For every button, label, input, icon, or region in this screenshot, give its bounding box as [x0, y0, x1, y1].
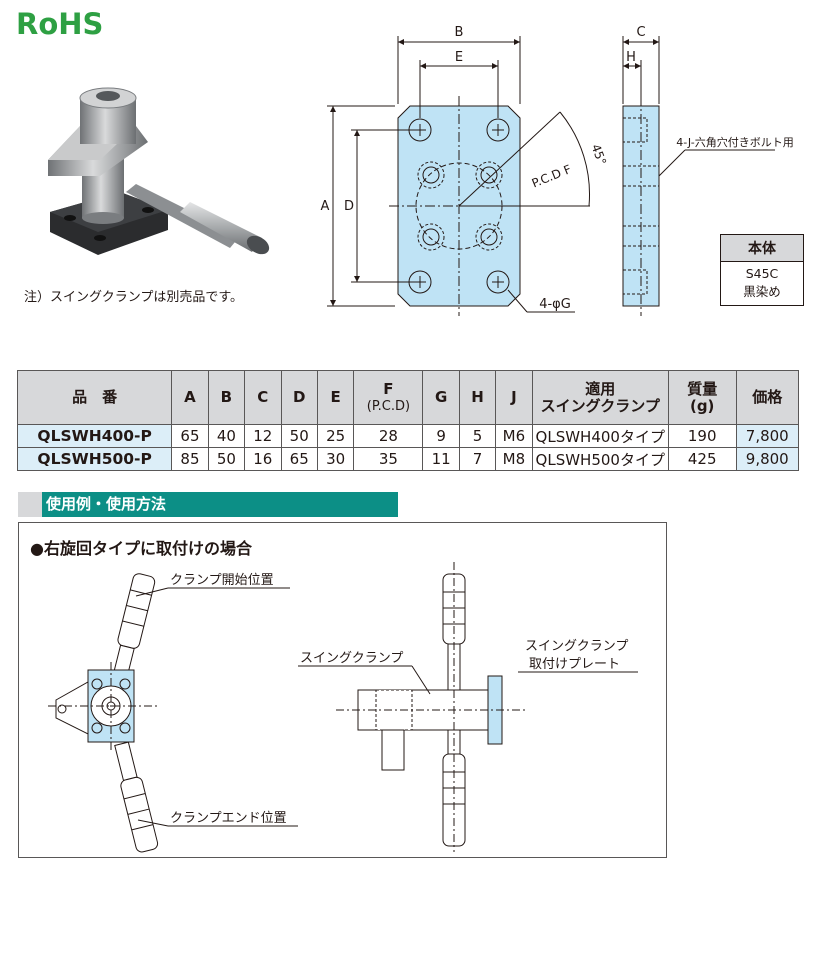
material-body: S45C 黒染め	[721, 262, 803, 305]
cell-e: 25	[316, 424, 355, 448]
dimension-drawing: B E C H A D P.C.D F 45° 4-φG 4-J-六角穴付きボル…	[321, 25, 794, 316]
cell-weight: 190	[667, 424, 737, 448]
table-header-row: 品 番 A B C D E F(P.C.D) G H J 適用スイングクランプ …	[16, 370, 800, 425]
th-f: F(P.C.D)	[353, 370, 424, 425]
rohs-logo: RoHS	[16, 7, 103, 40]
th-clamp: 適用スイングクランプ	[531, 370, 669, 425]
cell-f: 28	[353, 424, 424, 448]
hole-label: 4-φG	[539, 297, 571, 312]
dim-b: B	[455, 25, 464, 40]
cell-model: QLSWH500-P	[16, 447, 173, 471]
cell-model: QLSWH400-P	[16, 424, 173, 448]
th-g: G	[422, 370, 460, 425]
dim-d: D	[344, 199, 354, 214]
cell-a: 85	[171, 447, 209, 471]
handle-start-position	[111, 573, 156, 685]
cell-h: 7	[458, 447, 497, 471]
cell-b: 50	[207, 447, 246, 471]
th-weight: 質量(g)	[667, 370, 737, 425]
th-d: D	[280, 370, 318, 425]
dim-h: H	[626, 50, 636, 65]
note-text: 注）スイングクランプは別売品です。	[24, 290, 244, 305]
th-e: E	[316, 370, 355, 425]
material-box: 本体 S45C 黒染め	[720, 234, 804, 306]
angle-label: 45°	[589, 142, 609, 167]
th-price: 価格	[735, 370, 800, 425]
cell-d: 65	[280, 447, 318, 471]
label-clamp-start: クランプ開始位置	[170, 573, 274, 588]
spec-table: 品 番 A B C D E F(P.C.D) G H J 適用スイングクランプ …	[16, 370, 800, 471]
cell-b: 40	[207, 424, 246, 448]
th-c: C	[244, 370, 282, 425]
label-plate-line1: スイングクランプ	[525, 639, 628, 654]
cell-j: M6	[495, 424, 533, 448]
material-line2: 黒染め	[743, 284, 781, 299]
cell-g: 9	[422, 424, 460, 448]
rohs-logo-text: RoHS	[16, 7, 103, 40]
cell-c: 16	[244, 447, 282, 471]
cell-h: 5	[458, 424, 497, 448]
th-j: J	[495, 370, 533, 425]
dim-c: C	[636, 25, 645, 40]
usage-subtitle: ●右旋回タイプに取付けの場合	[30, 539, 252, 558]
table-row: QLSWH400-P 65 40 12 50 25 28 9 5 M6 QLSW…	[16, 424, 800, 448]
pcd-label: P.C.D F	[530, 162, 574, 191]
cell-c: 12	[244, 424, 282, 448]
dim-e: E	[455, 50, 463, 65]
usage-drawing: クランプ開始位置 クランプエンド位置 スイングクランプ スイングクランプ 取付け…	[48, 562, 638, 853]
handle-end-position	[114, 741, 159, 853]
usage-example-box	[18, 522, 667, 858]
cell-e: 30	[316, 447, 355, 471]
cell-g: 11	[422, 447, 460, 471]
cell-a: 65	[171, 424, 209, 448]
th-a: A	[171, 370, 209, 425]
cell-price: 9,800	[735, 447, 800, 471]
label-plate-line2: 取付けプレート	[529, 657, 620, 672]
th-b: B	[207, 370, 246, 425]
th-model: 品 番	[16, 370, 173, 425]
material-line1: S45C	[745, 266, 779, 281]
cell-f: 35	[353, 447, 424, 471]
dim-a: A	[321, 199, 330, 214]
section-title-bar: 使用例・使用方法	[18, 492, 398, 517]
label-swing-clamp: スイングクランプ	[300, 651, 403, 666]
cell-d: 50	[280, 424, 318, 448]
cell-clamp: QLSWH400タイプ	[531, 424, 669, 448]
table-row: QLSWH500-P 85 50 16 65 30 35 11 7 M8 QLS…	[16, 447, 800, 471]
label-clamp-end: クランプエンド位置	[170, 811, 287, 826]
cell-price: 7,800	[735, 424, 800, 448]
bolt-label: 4-J-六角穴付きボルト用	[676, 135, 793, 149]
corner-holes	[408, 118, 510, 294]
th-h: H	[458, 370, 497, 425]
cell-clamp: QLSWH500タイプ	[531, 447, 669, 471]
product-photo	[48, 87, 270, 255]
cell-weight: 425	[667, 447, 737, 471]
material-header: 本体	[721, 235, 803, 262]
cell-j: M8	[495, 447, 533, 471]
